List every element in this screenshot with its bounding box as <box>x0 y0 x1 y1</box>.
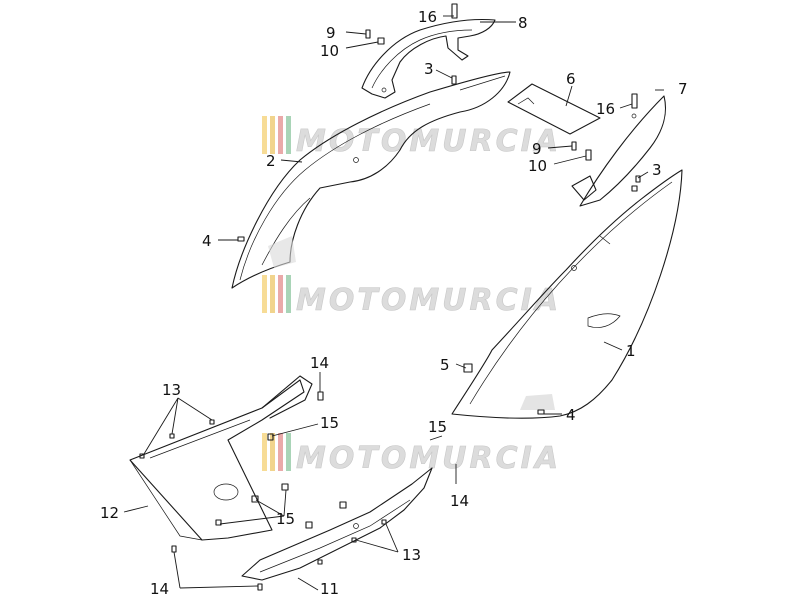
screw-13-a <box>139 453 145 459</box>
callout-3-top: 3 <box>424 60 434 78</box>
part-12-lower-left-panel <box>129 375 313 541</box>
callout-labels: 16 8 9 10 3 6 7 16 2 9 10 3 4 1 5 4 14 1… <box>100 8 688 598</box>
watermark-text-middle: MOTOMURCIA <box>296 283 561 318</box>
callout-2: 2 <box>266 152 276 170</box>
clip-15-d <box>215 519 222 526</box>
callout-16-top: 16 <box>418 8 437 26</box>
callout-14-top: 14 <box>310 354 329 372</box>
callout-11: 11 <box>320 580 339 598</box>
callout-1: 1 <box>626 342 636 360</box>
callout-12: 12 <box>100 504 119 522</box>
callout-10-top: 10 <box>320 42 339 60</box>
clip-15-f <box>305 521 313 529</box>
callout-9-top: 9 <box>326 24 336 42</box>
part-2-left-side-cover <box>231 71 511 289</box>
callout-9-right: 9 <box>532 140 542 158</box>
part-1-right-side-panel <box>451 169 683 419</box>
screw-9-right <box>571 141 577 151</box>
callout-15-right: 15 <box>428 418 447 436</box>
callout-14-right: 14 <box>450 492 469 510</box>
callout-7: 7 <box>678 80 688 98</box>
nut-3-right <box>631 185 638 192</box>
callout-4-left: 4 <box>202 232 212 250</box>
nut-5 <box>463 363 473 373</box>
callout-14-bottom: 14 <box>150 580 169 598</box>
part-8-grab-handle <box>361 18 496 99</box>
callout-16-right: 16 <box>596 100 615 118</box>
screw-13-f <box>317 559 323 565</box>
callout-8: 8 <box>518 14 528 32</box>
watermark-top: MOTOMURCIA <box>262 116 561 159</box>
callout-13-left: 13 <box>162 381 181 399</box>
clip-15-b <box>251 495 259 503</box>
part-11-lower-strip <box>241 467 433 581</box>
callout-15-bottom: 15 <box>276 510 295 528</box>
clip-3-top <box>451 75 457 85</box>
watermark-text-top: MOTOMURCIA <box>296 124 561 159</box>
screw-14-left <box>171 545 177 553</box>
callout-3-right: 3 <box>652 161 662 179</box>
clip-15-a <box>267 433 274 441</box>
screw-13-b <box>169 433 175 439</box>
watermark-text-bottom: MOTOMURCIA <box>296 441 561 476</box>
watermark-bottom: MOTOMURCIA <box>262 433 561 476</box>
callout-4-right: 4 <box>566 406 576 424</box>
clip-3-right <box>635 175 641 183</box>
screw-16-right <box>631 93 638 109</box>
part-6-plate <box>507 83 601 135</box>
callout-13-bottom: 13 <box>402 546 421 564</box>
callout-10-right: 10 <box>528 157 547 175</box>
part-7-right-trim <box>571 95 667 207</box>
screw-4-left <box>237 236 245 242</box>
screw-16-top <box>451 3 458 19</box>
screw-10-right <box>585 149 592 161</box>
watermark-middle: MOTOMURCIA <box>262 275 561 318</box>
screw-13-e <box>381 519 387 525</box>
washer-10-top <box>377 37 385 45</box>
clip-15-c <box>281 483 289 491</box>
callout-6: 6 <box>566 70 576 88</box>
clip-15-e <box>339 501 347 509</box>
screw-14-top <box>317 391 324 401</box>
leader-lines <box>123 15 664 591</box>
screw-14-bottom <box>257 583 263 591</box>
callout-15-left: 15 <box>320 414 339 432</box>
screw-9-top <box>365 29 371 39</box>
callout-5: 5 <box>440 356 450 374</box>
screw-4-right <box>537 409 545 415</box>
screw-13-c <box>209 419 215 425</box>
fasteners <box>139 3 641 591</box>
